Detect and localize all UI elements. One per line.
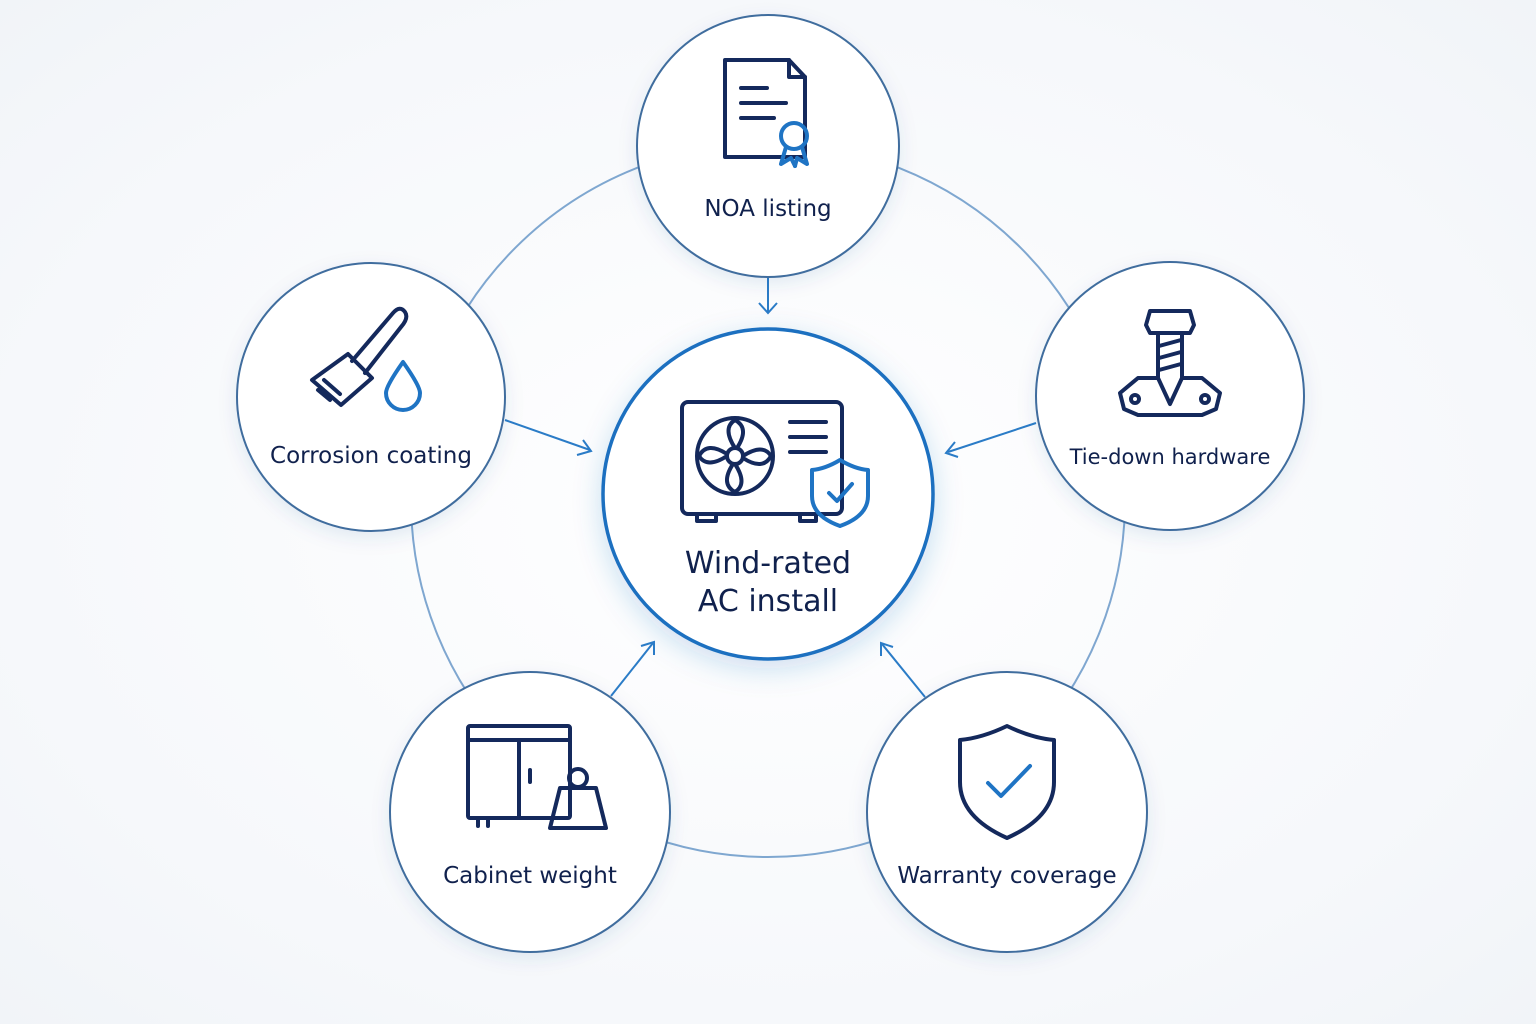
factor-corrosion-coating: Corrosion coating — [236, 262, 506, 532]
bolt-bracket-icon — [1118, 309, 1222, 417]
arrow-corrosion — [504, 419, 593, 456]
paintbrush-drop-icon — [310, 306, 422, 412]
cabinet-weight-icon — [466, 724, 608, 830]
arrow-warranty — [880, 641, 926, 698]
arrow-noa — [758, 276, 778, 315]
factor-label: Corrosion coating — [270, 443, 472, 469]
factor-noa-listing: NOA listing — [636, 14, 900, 278]
factor-tie-down-hardware: Tie-down hardware — [1035, 261, 1305, 531]
certificate-document-icon — [723, 58, 809, 168]
factor-cabinet-weight: Cabinet weight — [389, 671, 671, 953]
arrow-cabinet — [610, 640, 655, 697]
shield-check-icon — [958, 724, 1056, 840]
factor-warranty-coverage: Warranty coverage — [866, 671, 1148, 953]
factor-label: Warranty coverage — [897, 863, 1116, 889]
arrows — [504, 276, 1037, 698]
factor-label: NOA listing — [704, 196, 831, 222]
arrow-tie-down — [944, 422, 1037, 458]
factor-label: Cabinet weight — [443, 863, 617, 889]
center-label-line2: AC install — [698, 584, 838, 619]
ac-unit-shield-icon — [680, 400, 870, 528]
factor-label: Tie-down hardware — [1069, 445, 1271, 469]
center-node: Wind-rated AC install — [601, 327, 935, 661]
center-label-line1: Wind-rated — [685, 546, 851, 581]
